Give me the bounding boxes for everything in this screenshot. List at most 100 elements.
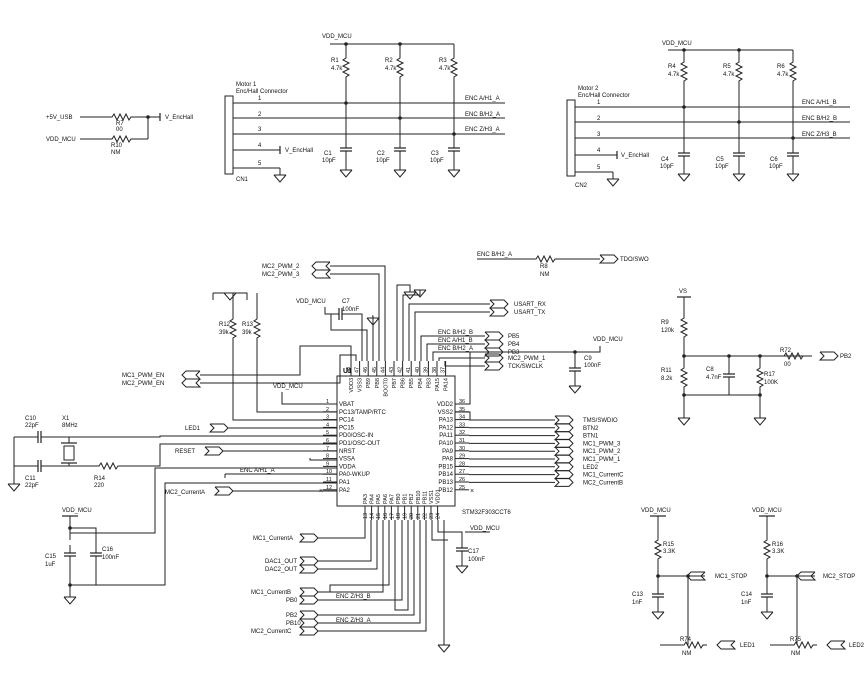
mcu-right-connections: TMS/SWDIOBTN2BTN1MC1_PWM_3MC1_PWM_2MC1_P… [319, 403, 624, 495]
motor2-connector-block: Motor 2 Enc/Hall Connector CN2 1 2 3 4 5… [566, 41, 850, 189]
cn1-ref: CN1 [236, 177, 249, 183]
c9-vdd-label: VDD_MCU [593, 337, 623, 343]
crystal-x1 [63, 445, 75, 461]
mcu-pin-number: 5 [326, 430, 329, 436]
r2-ref: R2 [385, 58, 393, 64]
cn2-pin-3: 3 [597, 132, 601, 138]
mcu-pin-number: 14 [370, 513, 376, 519]
c7-vdd-label: VDD_MCU [296, 299, 326, 305]
mcu-pin-name: PC13/TAMP/RTC [339, 410, 386, 416]
mcu-pin-name: VSS3 [358, 378, 364, 392]
c6-value: 10pF [769, 164, 783, 170]
mcu-pin-number: 3 [326, 415, 329, 421]
net-mc2-current-a: MC2_CurrentA [165, 490, 205, 496]
mcu-pin-name: PA1 [339, 480, 351, 486]
r8-right-net: TDO/SWO [620, 257, 649, 263]
mcu-pin-name: PA9 [442, 449, 454, 455]
x1-value: 8MHz [62, 423, 78, 429]
mcu-pin-name: PA11 [439, 433, 453, 439]
r15-value: 3.3K [663, 549, 675, 555]
mcu-pin-number: 20 [409, 513, 415, 519]
mcu-pin-number: 24 [436, 513, 442, 519]
net-enc-z-h3-b-bottom: ENC Z/H3_B [336, 594, 371, 600]
mcu-pin-name: PC15 [339, 425, 355, 431]
mcu-pin-number: 46 [363, 367, 369, 373]
net-mc1-stop: MC1_STOP [715, 574, 747, 580]
mcu-pin-name: PA10 [439, 441, 454, 447]
c10-value: 22pF [25, 423, 39, 429]
cn1-pin-2: 2 [258, 112, 262, 118]
mcu-pin-name: PB5 [409, 378, 415, 388]
c6-ref: C6 [770, 157, 778, 163]
mcu-pin-number: 35 [459, 407, 465, 413]
motor2-subtitle: Enc/Hall Connector [578, 93, 630, 99]
mcu-pin-name: NRST [339, 449, 356, 455]
c17-value: 100nF [468, 557, 485, 563]
c8-ref: C8 [706, 367, 714, 373]
r8-left-net: ENC B/H2_A [477, 252, 512, 258]
mcu-pin-name: PA4 [370, 494, 376, 504]
vdda-left-label: VDD_MCU [273, 384, 303, 390]
supply-select-block: +5V_USB VDD_MCU V_EncHall R7 00 R10 NM [46, 113, 193, 156]
c4-ref: C4 [661, 157, 669, 163]
mcu-pin-name: PA6 [383, 494, 389, 504]
c3-ref: C3 [431, 151, 439, 157]
mcu-pin-number: 15 [376, 513, 382, 519]
mcu-pin-name: VDD3 [349, 378, 355, 393]
mcu-bottom-pins: 13PA314PA415PA516PA617PA718PB019PB120PB2… [363, 489, 442, 520]
cn2-pin-4: 4 [597, 148, 601, 154]
r2-value: 4.7k [385, 66, 397, 72]
r1-ref: R1 [331, 58, 339, 64]
r8-value: NM [540, 272, 549, 278]
r4-value: 4.7k [668, 72, 680, 78]
mcu-pin-name: VDDA [339, 464, 356, 470]
mcu-pin-number: 38 [432, 367, 438, 373]
stop1-vdd-label: VDD_MCU [641, 508, 671, 514]
r13-value: 39k [242, 330, 253, 336]
mcu-pin-name: PB8 [375, 378, 381, 388]
vs-divider-block: VS R9 120k R11 8.2k C8 4.7nF R17 100K R7… [661, 289, 852, 426]
r13-ref: R13 [242, 322, 254, 328]
r16-ref: R16 [772, 542, 784, 548]
cn2-body [566, 99, 576, 177]
net-pb4: PB4 [508, 342, 520, 348]
motor2-title: Motor 2 [578, 86, 599, 92]
net-enc-a-h1-a: ENC A/H1_A [465, 96, 500, 102]
mcu-pin-number: 17 [389, 513, 395, 519]
net-led1-stop: LED1 [740, 643, 756, 649]
mcu-pin-name: PA14 [444, 378, 450, 391]
net-usart-rx: USART_RX [514, 302, 546, 308]
mcu-pin-name: VSS1 [429, 490, 435, 504]
mcu-pin-name: PB11 [422, 491, 428, 504]
mcu-top-pins: 48VDD347VSS346PB945PB844BOOT043PB742PB64… [346, 361, 450, 397]
mcu-pin-name: VBAT [339, 402, 355, 408]
mcu-pin-number: 18 [396, 513, 402, 519]
r75-value: NM [791, 651, 800, 657]
mcu-pin-name: PD0/OSC-IN [339, 433, 373, 439]
net-mc2-current-c: MC2_CurrentC [251, 629, 292, 635]
c15-value: 1uF [45, 562, 56, 568]
right-net-port [553, 477, 574, 487]
r10-value: NM [111, 150, 120, 156]
r16-value: 3.3K [772, 549, 784, 555]
right-net-port [553, 446, 574, 456]
mc1-stop-block: VDD_MCU R15 3.3K MC1_STOP C13 1nF R74 NM… [632, 508, 756, 657]
right-net-label: BTN1 [583, 434, 599, 440]
r5-value: 4.7k [723, 72, 735, 78]
net-enc-a-h1-b-top: ENC A/H1_B [438, 338, 473, 344]
c3-value: 10pF [430, 158, 444, 164]
net-pb2-bottom: PB2 [286, 613, 298, 619]
mcu-pin-name: PB2 [409, 494, 415, 504]
mcu-pin-number: 19 [403, 513, 409, 519]
right-net-port [553, 431, 574, 441]
r12-ref: R12 [219, 322, 231, 328]
mcu-pin-name: PB1 [403, 494, 409, 504]
mcu-pin-name: PC14 [339, 418, 355, 424]
mcu-pin-number: 36 [459, 399, 465, 405]
no-connect-mark: × [319, 488, 323, 495]
mcu-part: STM32F303CCT6 [462, 510, 511, 516]
c8-value: 4.7nF [706, 375, 722, 381]
right-net-port [553, 438, 574, 448]
cn2-pin-2: 2 [597, 116, 601, 122]
